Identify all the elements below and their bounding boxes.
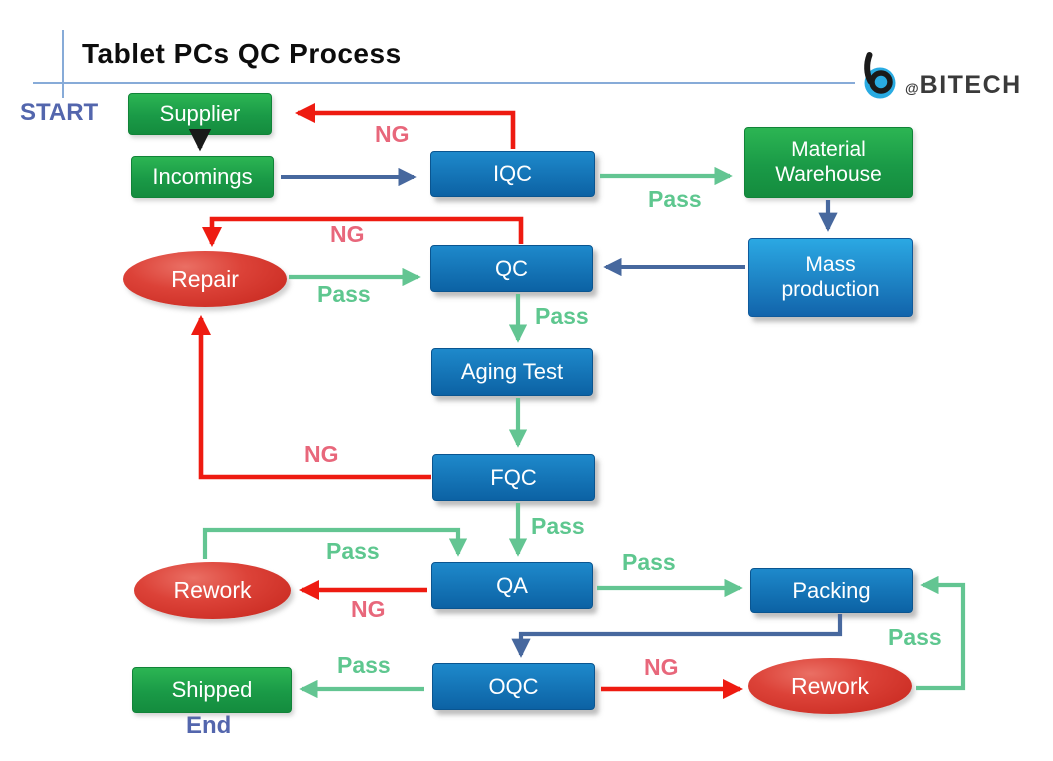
edge-label-rework-qa-pass: Pass	[326, 538, 380, 564]
edge-label-repair-pass: Pass	[317, 281, 371, 307]
node-qc: QC	[430, 245, 593, 292]
edge-label-iqc-ng: NG	[375, 121, 410, 147]
edge-label-rework-packing-pass: Pass	[888, 624, 942, 650]
node-shipped: Shipped	[132, 667, 292, 713]
edge-label-iqc-pass: Pass	[648, 186, 702, 212]
arrow-packing-to-oqc	[511, 614, 843, 658]
b-logo-icon	[864, 52, 896, 99]
node-iqc: IQC	[430, 151, 595, 197]
title-accent-vertical-rule	[62, 30, 64, 98]
edge-label-qa-pass: Pass	[622, 549, 676, 575]
edge-label-oqc-ng: NG	[644, 654, 679, 680]
title-underline-rule	[33, 82, 855, 84]
arrow-qc-to-repair-ng	[201, 216, 524, 248]
node-material-warehouse: Material Warehouse	[744, 127, 913, 198]
node-oqc: OQC	[432, 663, 595, 710]
edge-label-qc-pass: Pass	[535, 303, 589, 329]
edge-label-fqc-pass: Pass	[531, 513, 585, 539]
node-incomings: Incomings	[131, 156, 274, 198]
edge-label-qc-ng: NG	[330, 221, 365, 247]
start-label: START	[20, 99, 99, 126]
node-repair: Repair	[123, 251, 287, 307]
logo-at-symbol: @	[905, 80, 919, 96]
end-label: End	[186, 712, 232, 739]
node-rework-left: Rework	[134, 562, 291, 619]
node-aging-test: Aging Test	[431, 348, 593, 396]
node-qa: QA	[431, 562, 593, 609]
logo-brand-text: BITECH	[919, 71, 1022, 99]
edge-label-oqc-pass: Pass	[337, 652, 391, 678]
brand-logo: @ BITECH	[856, 50, 1022, 102]
page-title: Tablet PCs QC Process	[82, 38, 402, 69]
node-supplier: Supplier	[128, 93, 272, 135]
node-fqc: FQC	[432, 454, 595, 501]
node-rework-right: Rework	[748, 658, 912, 714]
node-packing: Packing	[750, 568, 913, 613]
edge-label-fqc-ng: NG	[304, 441, 339, 467]
edge-label-qa-ng: NG	[351, 596, 386, 622]
node-mass-production: Mass production	[748, 238, 913, 317]
